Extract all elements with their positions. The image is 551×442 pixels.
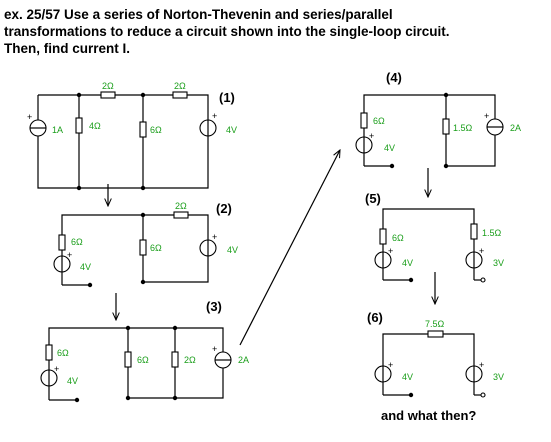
c3-node bbox=[125, 325, 131, 331]
c2-node bbox=[140, 212, 146, 218]
c1-resistor-top-2-label: 2Ω bbox=[174, 81, 186, 91]
c2-terminal bbox=[140, 279, 146, 285]
c4-voltage-source-plus: + bbox=[369, 131, 374, 141]
c4-current-source-plus: + bbox=[484, 111, 489, 121]
c6-voltage-source-right-plus: + bbox=[479, 360, 484, 370]
c4-current-source-label: 2A bbox=[510, 123, 521, 133]
c6-resistor-top bbox=[427, 330, 444, 338]
c4-resistor-left bbox=[360, 112, 368, 129]
c5-voltage-source-right-plus: + bbox=[479, 246, 484, 256]
c5-terminal-open bbox=[480, 277, 486, 283]
c1-resistor-v-2 bbox=[139, 121, 147, 138]
c2-voltage-source-left-label: 4V bbox=[80, 262, 91, 272]
circuit-1: 2Ω 2Ω 4Ω 6Ω + 1A + 4V (1) bbox=[27, 81, 237, 191]
c5-voltage-source-left-label: 4V bbox=[402, 258, 413, 268]
c1-node bbox=[140, 92, 146, 98]
step-1-label: (1) bbox=[219, 90, 235, 105]
c3-terminal bbox=[74, 397, 80, 403]
c6-terminal-open bbox=[480, 392, 486, 398]
c1-resistor-top-1 bbox=[100, 91, 116, 99]
c5-voltage-source-left-plus: + bbox=[388, 246, 393, 256]
c3-resistor-mid-1-label: 6Ω bbox=[137, 355, 149, 365]
c6-voltage-source-right-label: 3V bbox=[493, 372, 504, 382]
c1-resistor-v-1-label: 4Ω bbox=[89, 121, 101, 131]
circuit-2: 2Ω 6Ω 6Ω + 4V + 4V (2) bbox=[53, 201, 238, 288]
problem-line-2: transformations to reduce a circuit show… bbox=[4, 24, 450, 39]
c6-wire bbox=[382, 333, 475, 395]
c1-current-source-plus: + bbox=[27, 112, 32, 122]
c4-voltage-source-label: 4V bbox=[384, 143, 395, 153]
c3-voltage-source-label: 4V bbox=[67, 376, 78, 386]
c1-node bbox=[76, 185, 82, 191]
c5-terminal bbox=[408, 277, 414, 283]
step-6-label: (6) bbox=[367, 310, 383, 325]
c2-wire bbox=[61, 214, 209, 285]
c2-resistor-top bbox=[173, 211, 189, 219]
c3-resistor-mid-2-label: 2Ω bbox=[184, 355, 196, 365]
c3-wire bbox=[48, 327, 224, 400]
c3-resistor-left bbox=[45, 344, 53, 361]
c1-wire bbox=[37, 94, 209, 189]
c1-resistor-top-1-label: 2Ω bbox=[102, 81, 114, 91]
c2-resistor-left bbox=[58, 234, 66, 251]
c2-voltage-source-right-label: 4V bbox=[227, 245, 238, 255]
c3-current-source-plus: + bbox=[212, 344, 217, 354]
c5-voltage-source-right-label: 3V bbox=[493, 258, 504, 268]
c2-resistor-left-label: 6Ω bbox=[71, 237, 83, 247]
c5-resistor-left-label: 6Ω bbox=[392, 233, 404, 243]
c3-current-source-label: 2A bbox=[238, 355, 249, 365]
c4-wire bbox=[363, 94, 496, 167]
c5-wire bbox=[382, 208, 475, 280]
c1-voltage-source-label: 4V bbox=[226, 125, 237, 135]
c6-voltage-source-left-plus: + bbox=[388, 360, 393, 370]
circuit-4: 6Ω 1.5Ω + 4V + 2A (4) bbox=[355, 70, 521, 169]
closing-question: and what then? bbox=[381, 408, 477, 423]
c1-node bbox=[76, 92, 82, 98]
c2-voltage-source-left-plus: + bbox=[67, 250, 72, 260]
c4-terminal bbox=[389, 163, 395, 169]
circuit-6: 7.5Ω + 4V + 3V (6) bbox=[367, 310, 504, 398]
c2-resistor-mid bbox=[139, 239, 147, 256]
problem-line-3: Then, find current I. bbox=[4, 41, 131, 56]
c5-resistor-right bbox=[470, 223, 478, 240]
c6-terminal bbox=[408, 392, 414, 398]
c3-terminal bbox=[125, 395, 131, 401]
c4-resistor-mid-label: 1.5Ω bbox=[453, 123, 473, 133]
c2-resistor-mid-label: 6Ω bbox=[150, 243, 162, 253]
arrow-3-to-4 bbox=[239, 150, 340, 346]
circuit-5: 6Ω 1.5Ω + 4V + 3V (5) bbox=[365, 191, 504, 283]
c1-resistor-top-2 bbox=[172, 91, 188, 99]
c3-resistor-mid-1 bbox=[124, 351, 132, 368]
c5-resistor-left bbox=[379, 228, 387, 245]
c3-node bbox=[172, 325, 178, 331]
c1-voltage-source-plus: + bbox=[212, 111, 217, 121]
c4-resistor-left-label: 6Ω bbox=[373, 116, 385, 126]
c3-node bbox=[172, 395, 178, 401]
c3-resistor-left-label: 6Ω bbox=[57, 348, 69, 358]
c6-voltage-source-left-label: 4V bbox=[402, 372, 413, 382]
c5-resistor-right-label: 1.5Ω bbox=[482, 228, 502, 238]
c3-resistor-mid-2 bbox=[171, 351, 179, 368]
problem-line-1: ex. 25/57 Use a series of Norton-Theveni… bbox=[4, 7, 393, 22]
c6-resistor-top-label: 7.5Ω bbox=[425, 319, 445, 329]
c4-terminal bbox=[443, 163, 449, 169]
step-4-label: (4) bbox=[386, 70, 402, 85]
c1-resistor-v-2-label: 6Ω bbox=[150, 125, 162, 135]
c4-node bbox=[443, 92, 449, 98]
c1-node bbox=[140, 185, 146, 191]
circuit-3: 6Ω 6Ω 2Ω + 4V + 2A (3) bbox=[40, 299, 249, 403]
problem-statement: ex. 25/57 Use a series of Norton-Theveni… bbox=[4, 6, 549, 57]
c1-resistor-v-1 bbox=[75, 117, 83, 134]
step-5-label: (5) bbox=[365, 191, 381, 206]
c4-resistor-mid bbox=[442, 118, 450, 135]
c2-resistor-top-label: 2Ω bbox=[175, 201, 187, 211]
c2-terminal bbox=[87, 282, 93, 288]
c1-current-source-label: 1A bbox=[52, 125, 63, 135]
step-3-label: (3) bbox=[206, 299, 222, 314]
c2-voltage-source-right-plus: + bbox=[212, 232, 217, 242]
step-2-label: (2) bbox=[216, 201, 232, 216]
c3-voltage-source-plus: + bbox=[54, 364, 59, 374]
